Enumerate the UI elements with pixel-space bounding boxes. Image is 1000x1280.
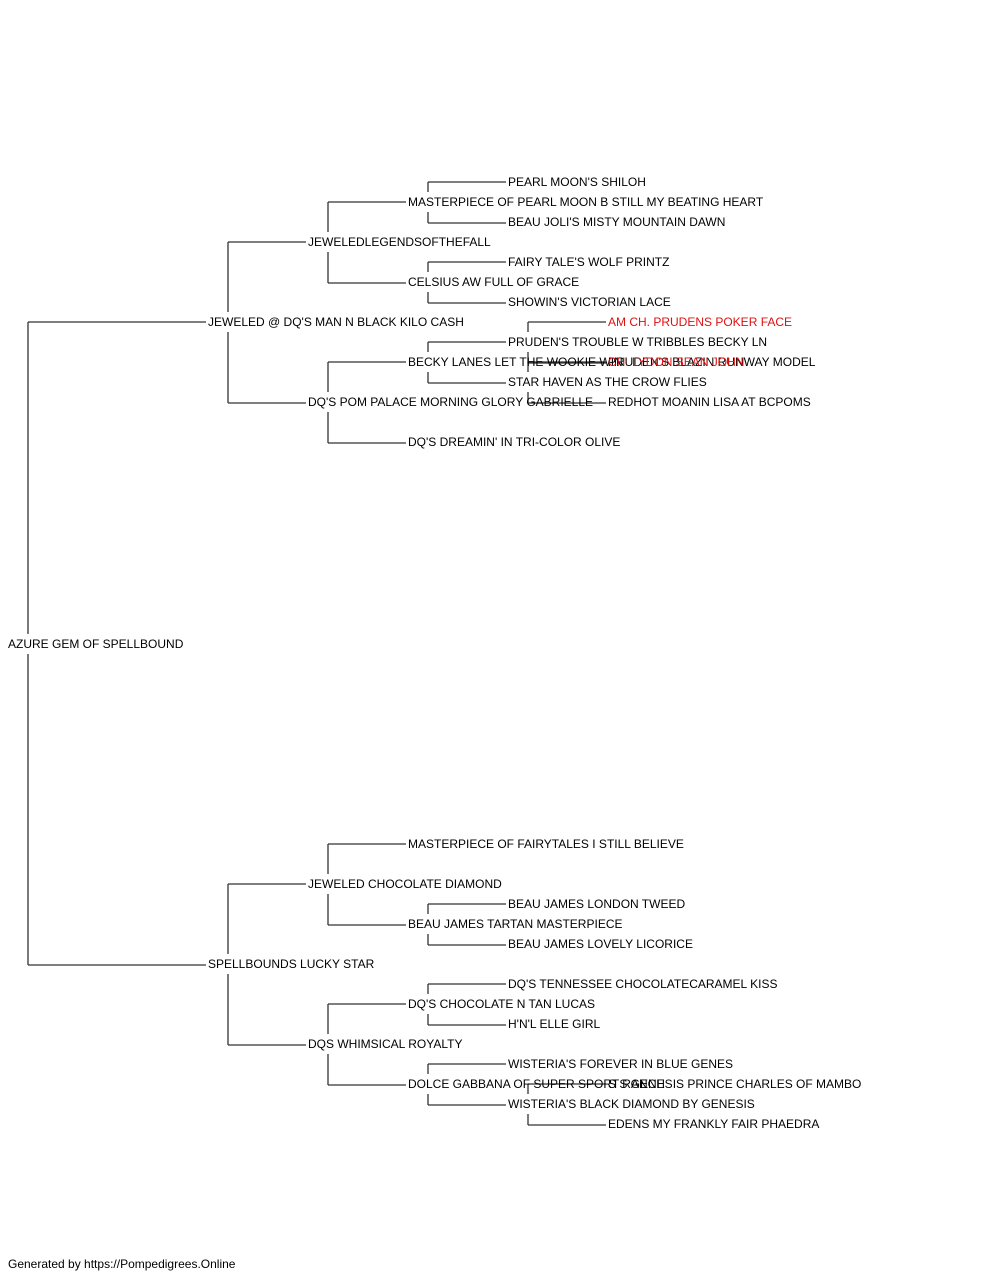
dog-name-gen2: DQS WHIMSICAL ROYALTY [308, 1037, 463, 1051]
dog-name-gen3: BECKY LANES LET THE WOOKIE WIN [408, 355, 623, 369]
generated-by-footer: Generated by https://Pompedigrees.Online [8, 1257, 236, 1271]
dog-name-gen3: DQ'S CHOCOLATE N TAN LUCAS [408, 997, 595, 1011]
dog-name-gen4: PEARL MOON'S SHILOH [508, 175, 646, 189]
dog-name-gen3: BEAU JAMES TARTAN MASTERPIECE [408, 917, 623, 931]
dog-name-gen4: BEAU JOLI'S MISTY MOUNTAIN DAWN [508, 215, 726, 229]
dog-name-gen4: WISTERIA'S BLACK DIAMOND BY GENESIS [508, 1097, 755, 1111]
dog-name-gen3: DOLCE GABBANA OF SUPER SPORT RANCH [408, 1077, 665, 1091]
dog-name-gen5: REDHOT MOANIN LISA AT BCPOMS [608, 395, 811, 409]
dog-name-gen4: BEAU JAMES LOVELY LICORICE [508, 937, 693, 951]
dog-name-gen4: STAR HAVEN AS THE CROW FLIES [508, 375, 707, 389]
dog-name-gen2: DQ'S POM PALACE MORNING GLORY GABRIELLE [308, 395, 594, 409]
dog-name-gen3: MASTERPIECE OF PEARL MOON B STILL MY BEA… [408, 195, 764, 209]
dog-name-gen4: PRUDEN'S TROUBLE W TRIBBLES BECKY LN [508, 335, 768, 349]
dog-name-gen3: CELSIUS AW FULL OF GRACE [408, 275, 580, 289]
dog-name-gen4: DQ'S TENNESSEE CHOCOLATECARAMEL KISS [508, 977, 778, 991]
dog-name-gen4: H'N'L ELLE GIRL [508, 1017, 601, 1031]
dog-name-gen4: FAIRY TALE'S WOLF PRINTZ [508, 255, 670, 269]
dog-name-gen5: CH. LYDON SEAN JOHN [608, 355, 745, 369]
dog-name-gen4: SHOWIN'S VICTORIAN LACE [508, 295, 671, 309]
dog-name-gen5: PRUDEN'S BLAZIN RUNWAY MODEL [608, 355, 816, 369]
dog-name-gen1: JEWELED @ DQ'S MAN N BLACK KILO CASH [208, 315, 464, 329]
dog-name-gen4: WISTERIA'S FOREVER IN BLUE GENES [508, 1057, 733, 1071]
dog-name-gen4: BEAU JAMES LONDON TWEED [508, 897, 686, 911]
dog-name-gen2: JEWELED CHOCOLATE DIAMOND [308, 877, 502, 891]
dog-name-gen1: SPELLBOUNDS LUCKY STAR [208, 957, 375, 971]
dog-name-subject: AZURE GEM OF SPELLBOUND [8, 637, 184, 651]
dog-name-gen5: EDENS MY FRANKLY FAIR PHAEDRA [608, 1117, 820, 1131]
dog-name-gen5: AM CH. PRUDENS POKER FACE [608, 315, 793, 329]
dog-name-gen2: JEWELEDLEGENDSOFTHEFALL [308, 235, 491, 249]
dog-name-gen5: S S GENESIS PRINCE CHARLES OF MAMBO [608, 1077, 862, 1091]
dog-name-gen3: DQ'S DREAMIN' IN TRI-COLOR OLIVE [408, 435, 621, 449]
dog-name-gen3: MASTERPIECE OF FAIRYTALES I STILL BELIEV… [408, 837, 684, 851]
